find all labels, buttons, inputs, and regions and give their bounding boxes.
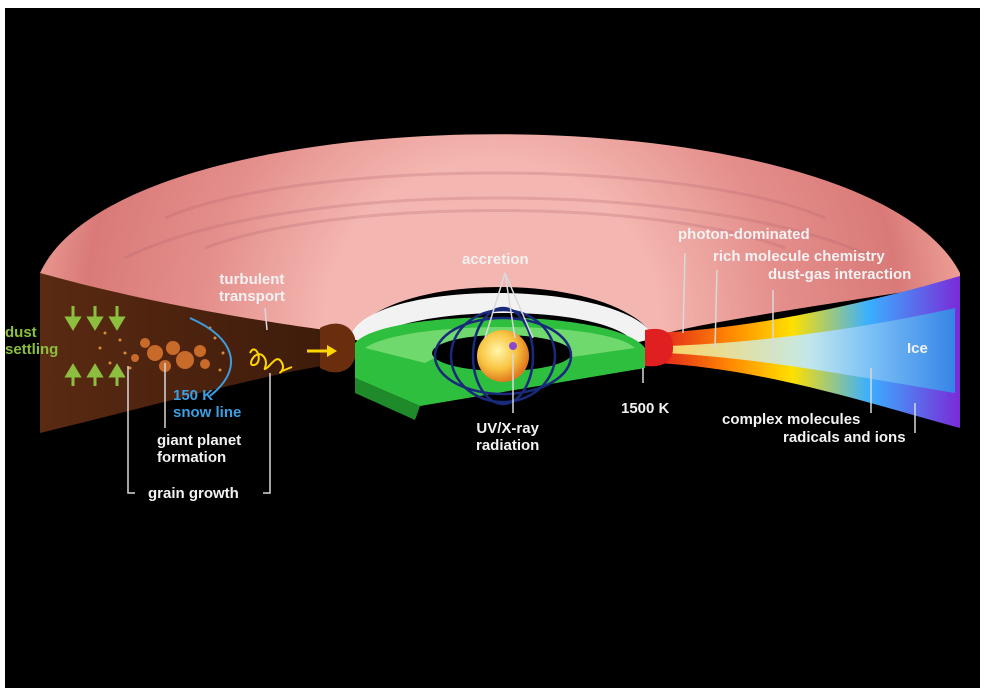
disk-illustration <box>40 134 960 494</box>
photon-dominated-label: photon-dominated <box>678 226 810 243</box>
settling-arrows <box>64 306 126 386</box>
turbulence-squiggle <box>249 348 293 374</box>
grain-growth-label: grain growth <box>148 485 239 502</box>
ice-label: Ice <box>907 340 928 357</box>
central-star <box>477 330 529 382</box>
magnetic-field-loops <box>433 306 573 406</box>
rich-molecule-chemistry-label: rich molecule chemistry <box>713 248 885 265</box>
snow-line-curve <box>189 317 233 397</box>
radicals-and-ions-label: radicals and ions <box>783 429 906 446</box>
complex-molecules-label: complex molecules <box>722 411 861 428</box>
transport-arrow <box>327 345 337 357</box>
dust-gas-interaction-label: dust-gas interaction <box>768 266 912 283</box>
inner-rim-white <box>350 293 655 343</box>
temp-1500k-label: 1500 K <box>621 400 670 417</box>
disk-surface <box>40 134 960 338</box>
accretion-label: accretion <box>462 251 529 268</box>
leader-lines <box>127 252 916 494</box>
